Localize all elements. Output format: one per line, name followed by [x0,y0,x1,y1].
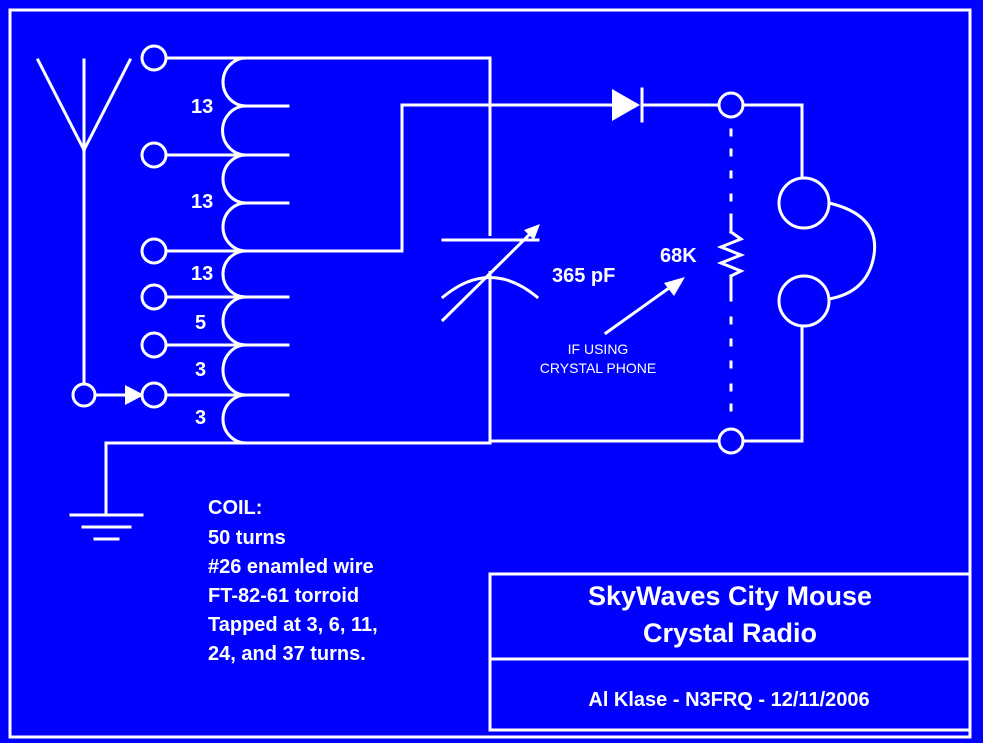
antenna-terminal [71,382,97,408]
coil-segment-label: 13 [191,191,213,213]
coil-info-line: 50 turns [208,527,286,549]
coil-segment-label: 3 [195,407,206,429]
note-line: IF USING [568,341,629,357]
title-block: SkyWaves City Mouse Crystal Radio Al Kla… [488,572,972,732]
antenna-tap-arrow-icon [92,385,144,405]
diode-icon [612,87,720,123]
ground-wire [104,439,720,517]
output-terminal [717,91,745,119]
capacitor-label: 365 pF [552,265,615,287]
coil-tap-terminal [140,237,168,265]
terminals [71,44,745,455]
coil-info-line: 24, and 37 turns. [208,643,366,665]
note-line: CRYSTAL PHONE [540,360,656,376]
detector-tap-wire [244,103,614,253]
coil-segment-label: 5 [195,312,206,334]
author-line: Al Klase - N3FRQ - 12/11/2006 [588,689,869,711]
coil-info-line: COIL: [208,497,262,519]
resistor-label: 68K [660,245,697,267]
coil-tap-wires [164,56,248,397]
note-arrow-icon [603,277,685,336]
title-line: Crystal Radio [643,618,817,648]
headphones-icon [777,176,877,328]
variable-capacitor-icon [440,224,540,323]
coil-segment-label: 13 [191,263,213,285]
coil-info-line: #26 enamled wire [208,556,374,578]
page-border [8,8,972,739]
coil-info-line: FT-82-61 torroid [208,585,359,607]
coil-tap-terminal [140,141,168,169]
title-line: SkyWaves City Mouse [588,581,872,611]
coil-info: COIL: 50 turns #26 enamled wire FT-82-61… [208,497,378,665]
coil-tap-terminal [140,283,168,311]
antenna-icon [35,57,133,397]
coil-tap-terminal [140,331,168,359]
ground-icon [69,513,144,541]
coil-segment-label: 13 [191,96,213,118]
coil-tap-terminal [140,381,168,409]
resistor-icon [716,128,746,412]
output-terminal [717,427,745,455]
coil-segment-label: 3 [195,359,206,381]
coil-info-line: Tapped at 3, 6, 11, [208,614,378,636]
coil-tap-terminal [140,44,168,72]
